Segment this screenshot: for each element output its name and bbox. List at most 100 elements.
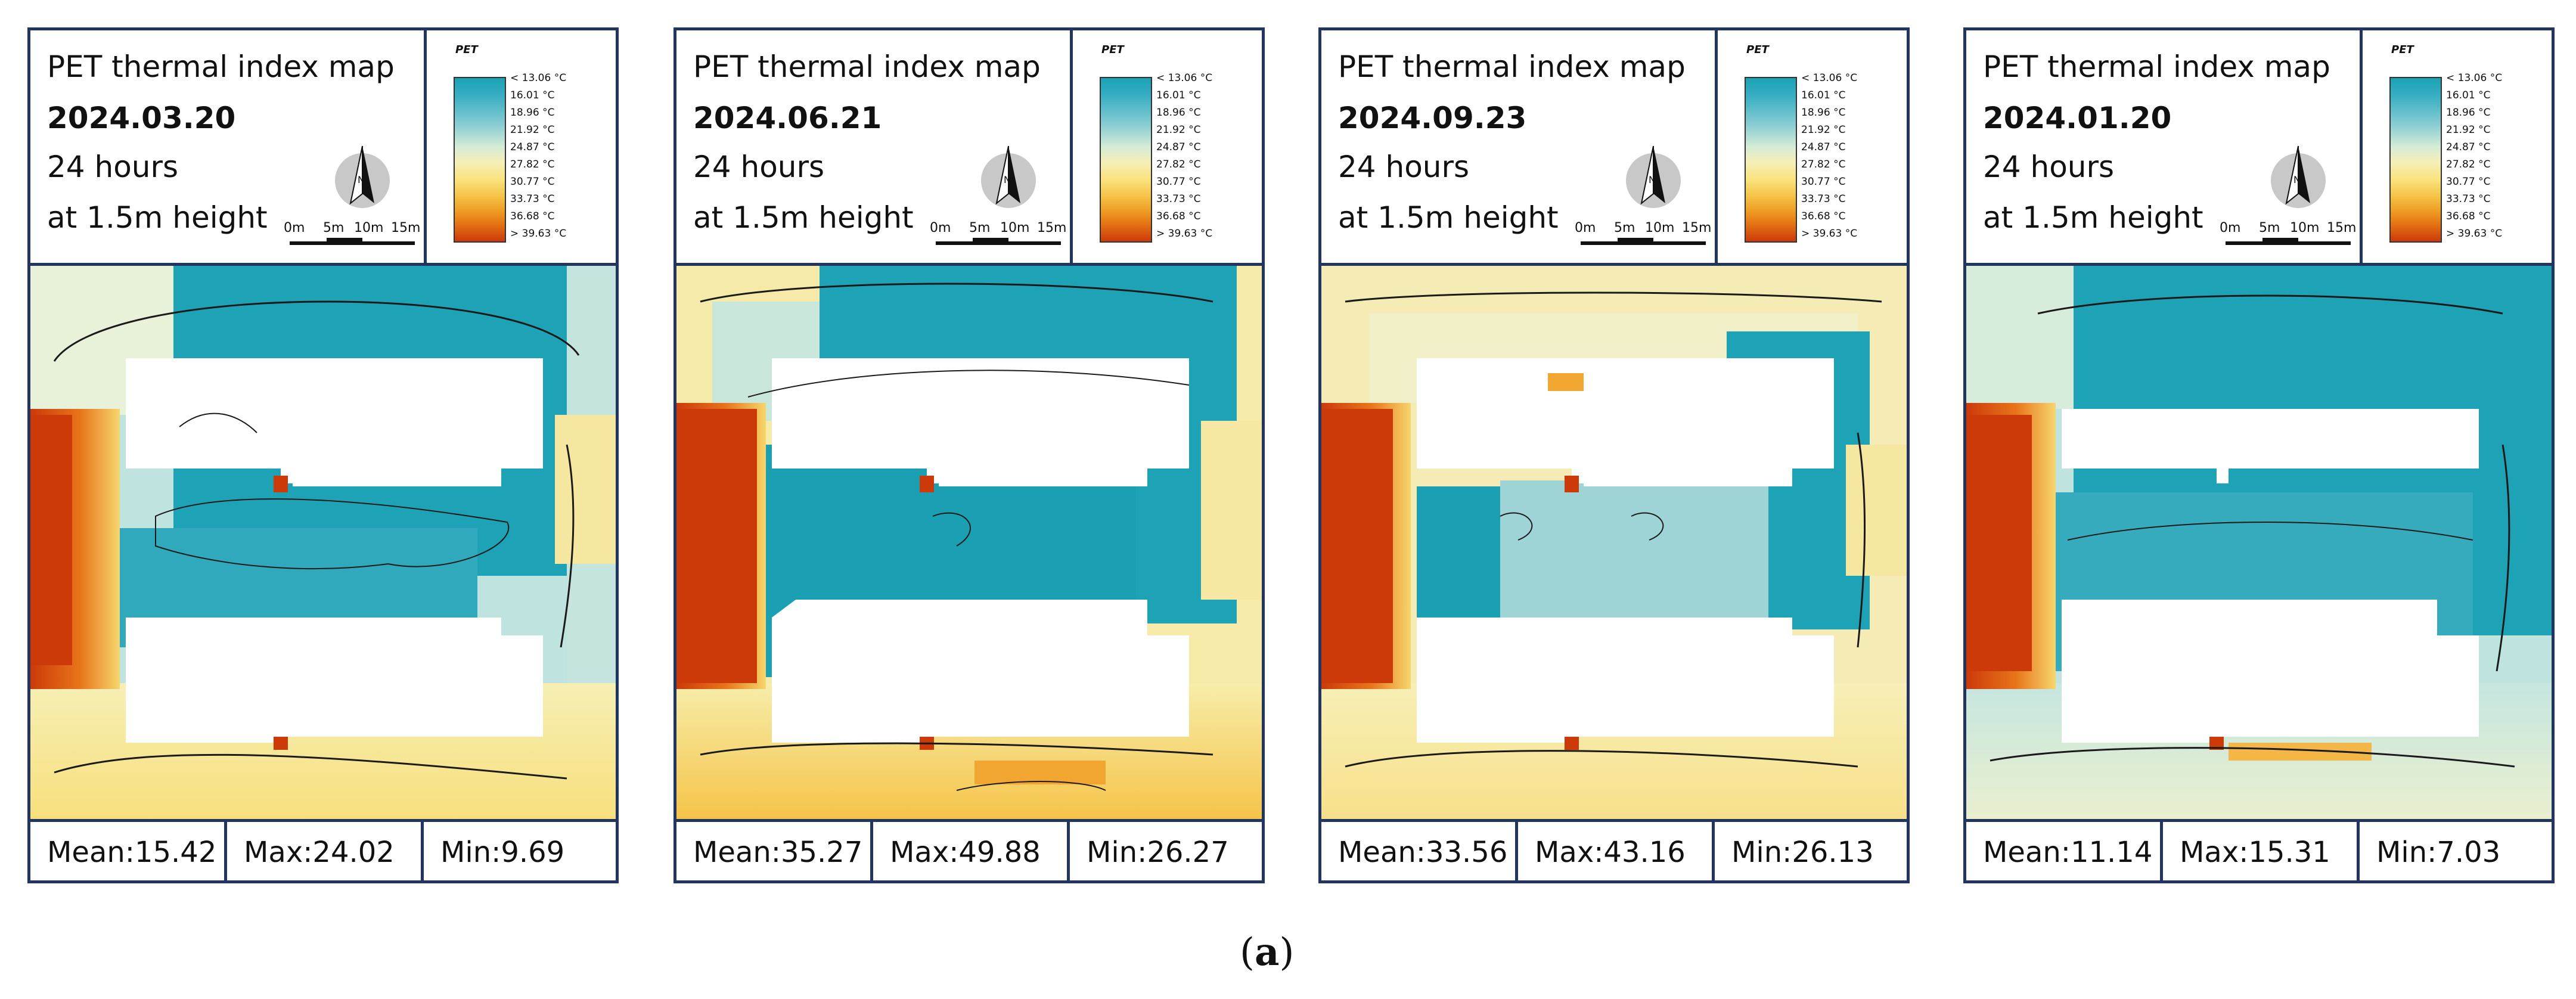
legend-ticks: < 13.06 °C 16.01 °C 18.96 °C 21.92 °C 24… xyxy=(1801,72,1905,251)
map-title: PET thermal index map xyxy=(1983,49,2330,84)
scale-label-5: 5m xyxy=(2259,221,2280,235)
pet-heatmap xyxy=(1321,266,1907,819)
legend-title: PET xyxy=(2391,44,2414,56)
legend-tick: < 13.06 °C xyxy=(1801,72,1858,84)
stat-min: Min:26.13 xyxy=(1731,836,1874,869)
pet-panel-september: PET thermal index map 2024.09.23 24 hour… xyxy=(1318,27,1910,883)
legend-tick: 16.01 °C xyxy=(1156,89,1201,101)
legend-tick: 33.73 °C xyxy=(1156,193,1201,205)
panel-title-block: PET thermal index map 2024.06.21 24 hour… xyxy=(676,30,1073,263)
pet-panel-june: PET thermal index map 2024.06.21 24 hour… xyxy=(674,27,1265,883)
panel-header: PET thermal index map 2024.09.23 24 hour… xyxy=(1321,30,1907,266)
scale-label-0: 0m xyxy=(284,221,305,235)
legend-tick: 18.96 °C xyxy=(2446,107,2491,119)
pet-legend: PET < 13.06 °C 16.01 °C 18.96 °C 21.92 °… xyxy=(427,30,616,263)
legend-tick: > 39.63 °C xyxy=(510,228,567,240)
pet-panel-january: PET thermal index map 2024.01.20 24 hour… xyxy=(1963,27,2555,883)
stat-max: Max:24.02 xyxy=(227,822,424,883)
legend-tick: 30.77 °C xyxy=(510,176,555,188)
scale-label-5: 5m xyxy=(323,221,344,235)
map-date: 2024.06.21 xyxy=(693,101,882,135)
legend-colorbar xyxy=(454,77,506,243)
panel-stats: Mean:15.42 Max:24.02 Min:9.69 xyxy=(30,819,616,883)
legend-tick: 36.68 °C xyxy=(2446,210,2491,222)
map-duration: 24 hours xyxy=(693,150,825,184)
north-label: N xyxy=(1649,174,1656,185)
map-title: PET thermal index map xyxy=(693,49,1041,84)
legend-tick: 24.87 °C xyxy=(1801,141,1846,153)
figure-caption: (a) xyxy=(1240,930,1295,975)
map-title: PET thermal index map xyxy=(47,49,395,84)
scale-label-10: 10m xyxy=(354,221,383,235)
pet-heatmap xyxy=(676,266,1262,819)
legend-colorbar xyxy=(1100,77,1152,243)
stat-mean: Mean:35.27 xyxy=(676,822,873,883)
stat-mean: Mean:11.14 xyxy=(1966,822,2163,883)
map-date: 2024.03.20 xyxy=(47,101,236,135)
panel-title-block: PET thermal index map 2024.03.20 24 hour… xyxy=(30,30,427,263)
legend-tick: 21.92 °C xyxy=(1801,124,1846,136)
map-height: at 1.5m height xyxy=(1338,200,1559,235)
map-duration: 24 hours xyxy=(1338,150,1470,184)
legend-title: PET xyxy=(455,44,478,56)
north-label: N xyxy=(2293,174,2301,185)
scale-bar: 0m 5m 10m 15m xyxy=(930,221,1066,245)
legend-title: PET xyxy=(1101,44,1124,56)
pet-legend: PET < 13.06 °C 16.01 °C 18.96 °C 21.92 °… xyxy=(2363,30,2552,263)
pet-panel-march: PET thermal index map 2024.03.20 24 hour… xyxy=(27,27,619,883)
north-arrow-icon: N xyxy=(2271,145,2326,208)
legend-tick: 18.96 °C xyxy=(1801,107,1846,119)
scale-label-15: 15m xyxy=(1682,221,1711,235)
scale-label-15: 15m xyxy=(2327,221,2356,235)
stat-max: Max:15.31 xyxy=(2163,822,2360,883)
scale-label-0: 0m xyxy=(930,221,951,235)
legend-tick: 36.68 °C xyxy=(510,210,555,222)
pet-heatmap xyxy=(30,266,616,819)
legend-tick: < 13.06 °C xyxy=(2446,72,2503,84)
panel-title-block: PET thermal index map 2024.09.23 24 hour… xyxy=(1321,30,1718,263)
stat-min: Min:26.27 xyxy=(1087,836,1229,869)
stat-min: Min:7.03 xyxy=(2376,836,2501,869)
map-title: PET thermal index map xyxy=(1338,49,1686,84)
scale-label-0: 0m xyxy=(2220,221,2240,235)
scale-label-0: 0m xyxy=(1575,221,1596,235)
legend-tick: 27.82 °C xyxy=(1801,159,1846,170)
legend-tick: 33.73 °C xyxy=(2446,193,2491,205)
scale-bar: 0m 5m 10m 15m xyxy=(284,221,420,245)
map-date: 2024.09.23 xyxy=(1338,101,1527,135)
panel-header: PET thermal index map 2024.06.21 24 hour… xyxy=(676,30,1262,266)
stat-min: Min:9.69 xyxy=(440,836,565,869)
north-label: N xyxy=(1004,174,1011,185)
north-arrow-icon: N xyxy=(335,145,390,208)
north-arrow-icon: N xyxy=(981,145,1036,208)
legend-tick: > 39.63 °C xyxy=(1801,228,1858,240)
scale-label-5: 5m xyxy=(1614,221,1635,235)
legend-tick: 18.96 °C xyxy=(510,107,555,119)
legend-ticks: < 13.06 °C 16.01 °C 18.96 °C 21.92 °C 24… xyxy=(510,72,614,251)
legend-tick: 33.73 °C xyxy=(1801,193,1846,205)
figure-caption-label: a xyxy=(1254,930,1280,975)
legend-tick: 27.82 °C xyxy=(2446,159,2491,170)
panel-header: PET thermal index map 2024.03.20 24 hour… xyxy=(30,30,616,266)
scale-label-10: 10m xyxy=(1000,221,1029,235)
map-height: at 1.5m height xyxy=(693,200,914,235)
legend-tick: < 13.06 °C xyxy=(1156,72,1213,84)
legend-tick: 30.77 °C xyxy=(2446,176,2491,188)
legend-tick: 30.77 °C xyxy=(1801,176,1846,188)
legend-title: PET xyxy=(1746,44,1769,56)
legend-tick: 27.82 °C xyxy=(510,159,555,170)
panel-stats: Mean:35.27 Max:49.88 Min:26.27 xyxy=(676,819,1262,883)
scale-label-10: 10m xyxy=(2290,221,2319,235)
legend-tick: 21.92 °C xyxy=(1156,124,1201,136)
scale-label-15: 15m xyxy=(1037,221,1066,235)
legend-ticks: < 13.06 °C 16.01 °C 18.96 °C 21.92 °C 24… xyxy=(1156,72,1261,251)
scale-label-5: 5m xyxy=(969,221,990,235)
legend-colorbar xyxy=(2389,77,2442,243)
map-duration: 24 hours xyxy=(47,150,179,184)
legend-tick: 21.92 °C xyxy=(510,124,555,136)
pet-legend: PET < 13.06 °C 16.01 °C 18.96 °C 21.92 °… xyxy=(1073,30,1262,263)
north-label: N xyxy=(358,174,365,185)
panel-stats: Mean:11.14 Max:15.31 Min:7.03 xyxy=(1966,819,2552,883)
legend-tick: 33.73 °C xyxy=(510,193,555,205)
legend-tick: 27.82 °C xyxy=(1156,159,1201,170)
